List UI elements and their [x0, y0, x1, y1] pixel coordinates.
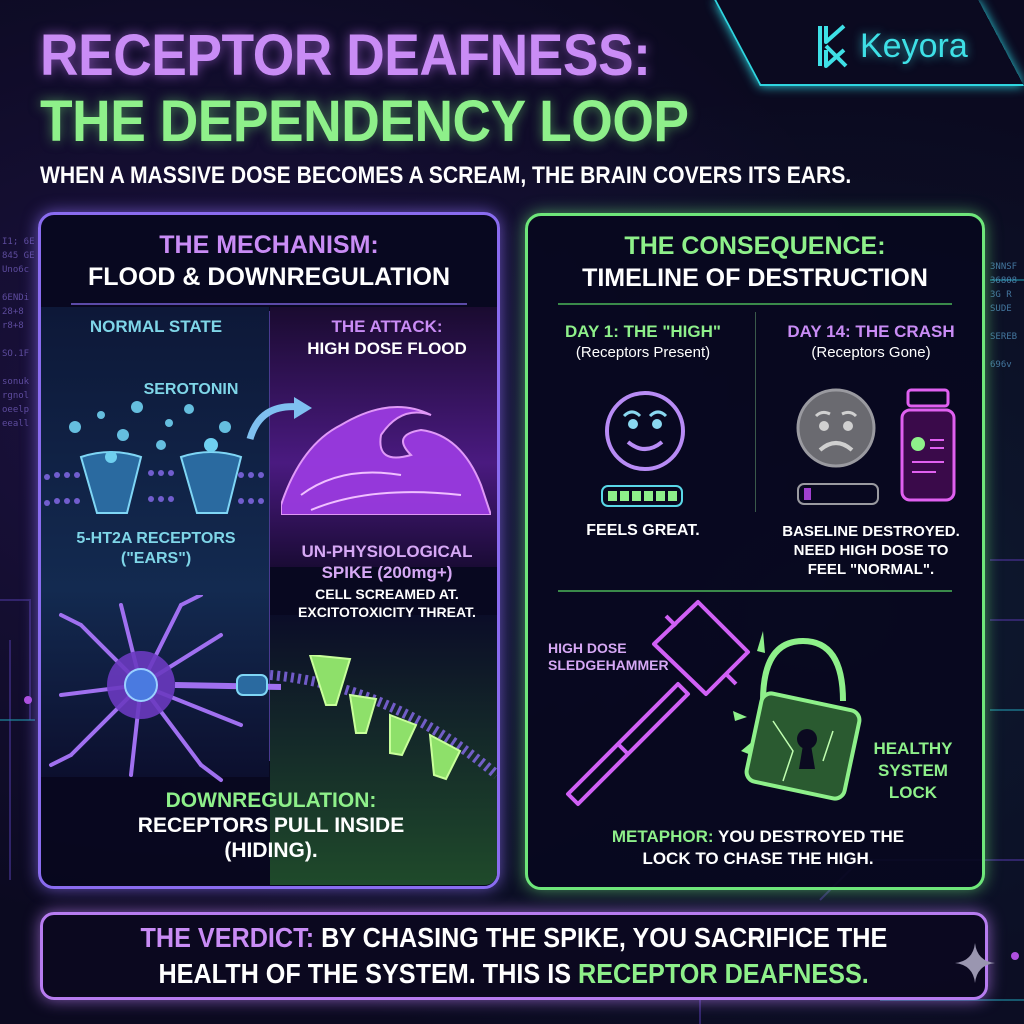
happy-face-icon [605, 391, 685, 471]
attack-subheading: HIGH DOSE FLOOD [307, 339, 467, 358]
serotonin-label: SEROTONIN [143, 381, 239, 398]
mechanism-panel: THE MECHANISM: FLOOD & DOWNREGULATION NO… [38, 212, 500, 889]
consequence-heading: THE CONSEQUENCE: [624, 232, 886, 260]
mechanism-divider [71, 303, 467, 305]
downregulated-receptors-icon [270, 655, 497, 781]
receptor-label: 5-HT2A RECEPTORS ("EARS") [61, 529, 251, 569]
day1-caption: FEELS GREAT. [586, 522, 700, 539]
pill-bottle-icon [900, 388, 956, 502]
spike-label-line1: UN-PHYSIOLOGICAL [301, 542, 473, 561]
day1-heading: DAY 1: THE "HIGH" [565, 322, 721, 341]
broken-lock-icon [733, 631, 862, 801]
mechanism-subheading: FLOOD & DOWNREGULATION [88, 263, 450, 291]
day14-caption: BASELINE DESTROYED. NEED HIGH DOSE TO FE… [764, 522, 978, 579]
threat-label-line1: CELL SCREAMED AT. [315, 586, 459, 602]
receptor-illustration [44, 401, 264, 514]
attack-heading: THE ATTACK: [331, 317, 443, 336]
downregulation-line1: RECEPTORS PULL INSIDE [137, 814, 405, 837]
downregulation-line2: (HIDING). [224, 839, 318, 862]
verdict-banner: THE VERDICT: BY CHASING THE SPIKE, YOU S… [40, 912, 988, 1000]
verdict-line2: HEALTH OF THE SYSTEM. THIS IS [158, 958, 572, 989]
receptor-2 [179, 451, 243, 514]
day14-caption-line2: NEED HIGH DOSE TO [793, 542, 949, 559]
k-logo-icon [818, 24, 848, 68]
attack-zone [270, 307, 497, 567]
code-decoration-left: I1; 6E 845 GE Uno6c 6ENDi 28+8 r8+8 SO.1… [2, 237, 35, 429]
downregulation-text: RECEPTORS PULL INSIDE (HIDING). [101, 813, 441, 863]
consequence-divider-mid [558, 590, 952, 592]
day1-subheading: (Receptors Present) [575, 344, 711, 361]
lock-label-line3: LOCK [888, 783, 938, 802]
page-subtitle: WHEN A MASSIVE DOSE BECOMES A SCREAM, TH… [40, 162, 852, 189]
timeline-split-divider [755, 312, 756, 512]
verdict-prefix: THE VERDICT: [140, 922, 315, 953]
mechanism-split-divider [269, 311, 270, 761]
day14-subheading: (Receptors Gone) [811, 344, 931, 361]
day14-caption-line3: FEEL "NORMAL". [807, 561, 935, 578]
hammer-label-line2: SLEDGEHAMMER [548, 657, 669, 673]
sparkle-icon [955, 943, 995, 983]
page-title-line1: RECEPTOR DEAFNESS: [40, 23, 651, 88]
metaphor-line2: LOCK TO CHASE THE HIGH. [642, 849, 874, 868]
verdict-line1: BY CHASING THE SPIKE, YOU SACRIFICE THE [321, 922, 888, 953]
receptor-label-line2: ("EARS") [120, 550, 192, 567]
empty-meter-icon [797, 483, 879, 505]
normal-state-label: NORMAL STATE [89, 317, 223, 336]
spike-label-line2: SPIKE (200mg+) [321, 563, 453, 582]
receptor-label-line1: 5-HT2A RECEPTORS [76, 530, 236, 547]
mechanism-heading: THE MECHANISM: [159, 231, 379, 259]
brand-logo: Keyora [816, 22, 968, 70]
logo-text: Keyora [860, 26, 968, 65]
verdict-highlight: RECEPTOR DEAFNESS. [578, 958, 870, 989]
consequence-subheading: TIMELINE OF DESTRUCTION [582, 264, 928, 292]
sad-face-icon [796, 388, 876, 468]
day14-heading: DAY 14: THE CRASH [787, 322, 955, 341]
spike-label: UN-PHYSIOLOGICAL SPIKE (200mg+) [277, 541, 497, 583]
wave-flood-icon [281, 406, 491, 515]
receptor-1 [79, 451, 143, 514]
day14-caption-line1: BASELINE DESTROYED. [782, 523, 960, 540]
metaphor-line1: YOU DESTROYED THE [718, 827, 905, 846]
downregulation-heading: DOWNREGULATION: [165, 789, 377, 812]
lock-label: HEALTHY SYSTEM LOCK [858, 738, 968, 804]
threat-label-line2: EXCITOTOXICITY THREAT. [298, 604, 476, 620]
full-meter-icon [601, 485, 683, 507]
consequence-panel: THE CONSEQUENCE: TIMELINE OF DESTRUCTION… [525, 213, 985, 890]
hammer-label: HIGH DOSE SLEDGEHAMMER [548, 640, 669, 674]
code-decoration-right: 3NNSF 36808 3G R SUDE SEREB 696v [990, 262, 1018, 370]
metaphor-prefix: METAPHOR: [611, 827, 714, 846]
metaphor-text: METAPHOR: YOU DESTROYED THE LOCK TO CHAS… [548, 826, 968, 870]
page-title-line2: THE DEPENDENCY LOOP [40, 89, 689, 154]
hammer-label-line1: HIGH DOSE [548, 640, 627, 656]
curved-arrow-icon [246, 397, 312, 441]
lock-label-line1: HEALTHY [873, 739, 953, 758]
neuron-icon [49, 595, 281, 782]
sledgehammer-icon [566, 600, 750, 806]
threat-label: CELL SCREAMED AT. EXCITOTOXICITY THREAT. [277, 585, 497, 621]
lock-label-line2: SYSTEM [878, 761, 948, 780]
consequence-divider-top [558, 303, 952, 305]
